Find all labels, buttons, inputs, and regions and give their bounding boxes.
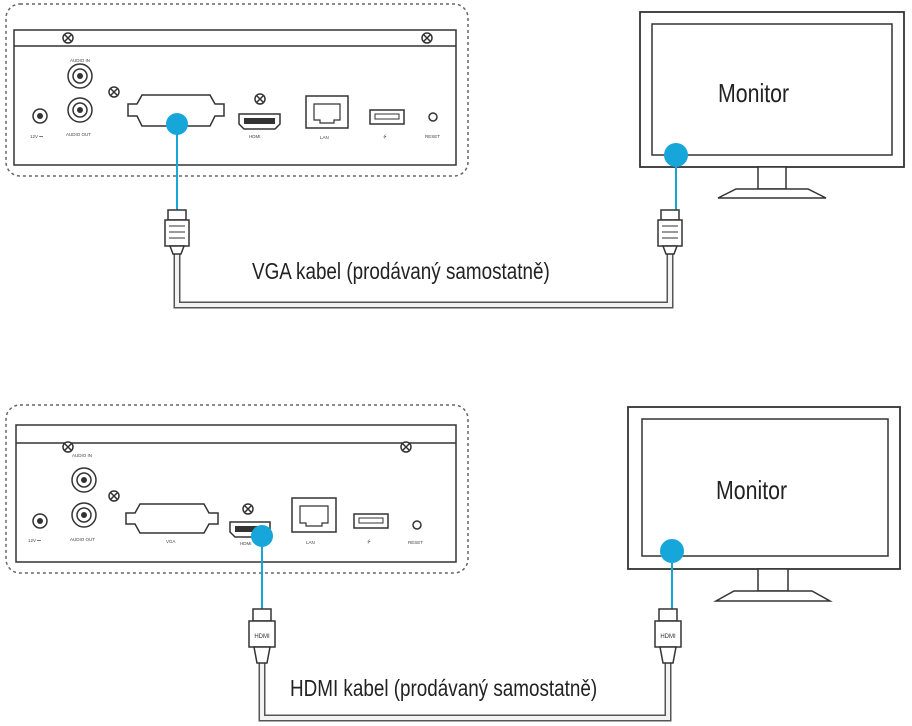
vga-connection-diagram: 12V ⎓ AUDIO IN AUDIO OUT HDMI LAN <box>5 3 905 309</box>
screw-icon <box>254 93 266 105</box>
hdmi-port-label: HDMI <box>240 541 252 546</box>
monitor-label: Monitor <box>716 475 788 505</box>
vga-plug-icon <box>164 209 190 255</box>
vga-port-icon <box>125 503 219 534</box>
audio-out-label: AUDIO OUT <box>66 132 91 137</box>
lan-port-label: LAN <box>306 540 315 545</box>
hdmi-diagram-graphic: 12V ⎓ AUDIO IN AUDIO OUT VGA HDMI LAN ⭍ <box>5 404 901 722</box>
hdmi-connection-dot <box>251 525 273 547</box>
hdmi-plug-icon: HDMI <box>654 608 682 664</box>
lan-port-icon <box>291 497 337 533</box>
rca-jack-icon <box>71 502 97 528</box>
hdmi-port-icon <box>238 113 281 130</box>
usb-port-label: ⭍ <box>367 539 371 545</box>
vga-port-icon <box>127 94 225 127</box>
rca-jack-icon <box>71 467 97 493</box>
lan-port-label: LAN <box>320 135 329 140</box>
recorder-outline <box>5 3 469 177</box>
cable-label: HDMI kabel (prodávaný samostatně) <box>290 675 598 701</box>
plug-text: HDMI <box>660 634 676 640</box>
dc-in-label: 12V ⎓ <box>30 134 43 139</box>
rca-jack-icon <box>67 63 93 89</box>
reset-label: RESET <box>425 134 440 139</box>
dc-jack-icon <box>32 108 48 124</box>
audio-out-label: AUDIO OUT <box>70 537 95 542</box>
rca-jack-icon <box>67 97 93 123</box>
reset-button-icon <box>428 112 438 122</box>
usb-port-icon <box>353 513 389 529</box>
screw-icon <box>400 441 412 453</box>
monitor-icon <box>639 11 905 199</box>
dc-jack-icon <box>32 513 48 529</box>
screw-icon <box>108 86 120 98</box>
dc-in-label: 12V ⎓ <box>28 538 41 543</box>
vga-diagram-graphic: 12V ⎓ AUDIO IN AUDIO OUT HDMI LAN <box>5 3 905 309</box>
vga-port-label: VGA <box>166 539 176 544</box>
recorder-outline <box>5 404 469 574</box>
screw-icon <box>242 503 254 515</box>
reset-button-icon <box>412 520 422 530</box>
vga-plug-icon <box>657 209 683 255</box>
hdmi-port-label: HDMI <box>249 134 261 139</box>
screw-icon <box>108 490 120 502</box>
audio-in-label: AUDIO IN <box>70 58 90 63</box>
cable-label: VGA kabel (prodávaný samostatně) <box>252 258 550 284</box>
plug-text: HDMI <box>254 634 270 640</box>
monitor-connection-dot <box>660 539 684 563</box>
monitor-icon <box>627 406 901 602</box>
hdmi-connection-diagram: 12V ⎓ AUDIO IN AUDIO OUT VGA HDMI LAN ⭍ <box>0 363 912 726</box>
monitor-connection-dot <box>664 143 688 167</box>
audio-in-label: AUDIO IN <box>72 453 92 458</box>
hdmi-plug-icon: HDMI <box>248 608 276 664</box>
lan-port-icon <box>305 95 349 129</box>
monitor-label: Monitor <box>718 78 790 108</box>
recorder-rear-panel <box>15 424 457 563</box>
recorder-rear-panel <box>13 29 457 166</box>
usb-port-icon <box>369 109 405 125</box>
usb-port-label: ⭍ <box>383 134 387 140</box>
reset-label: RESET <box>408 540 423 545</box>
screw-icon <box>62 441 74 453</box>
vga-connection-dot <box>166 113 188 135</box>
screw-icon <box>421 32 433 44</box>
screw-icon <box>62 32 74 44</box>
